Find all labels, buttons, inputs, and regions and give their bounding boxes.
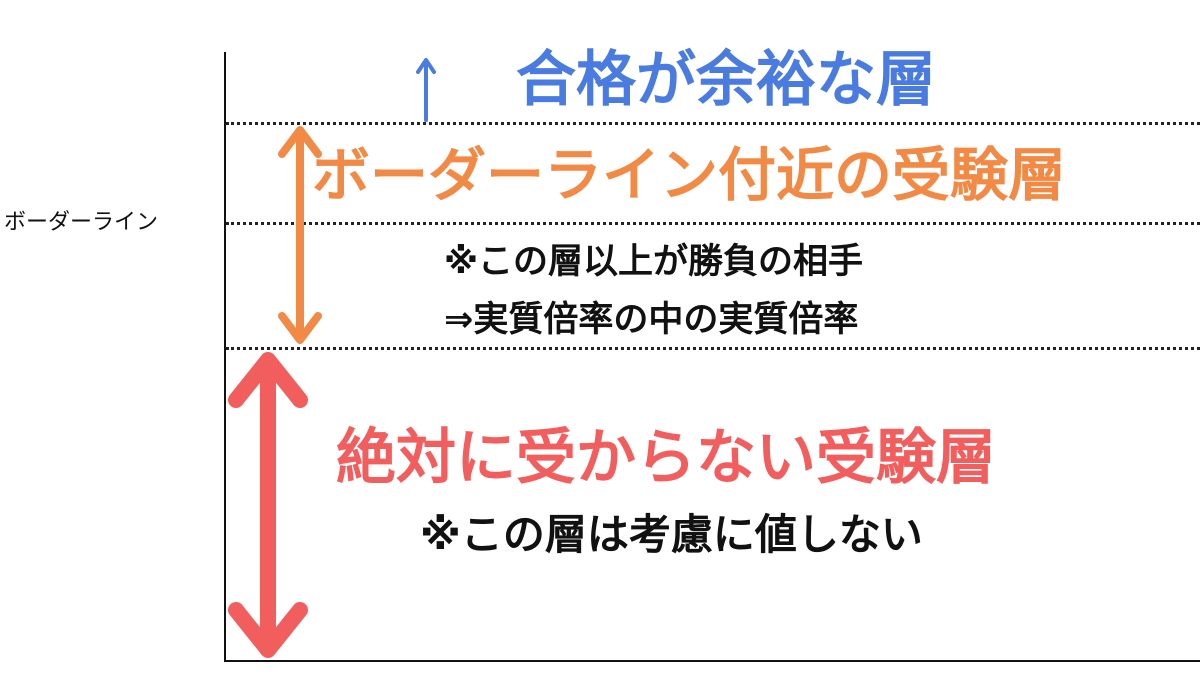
horizontal-axis — [224, 660, 1200, 662]
border-line-label: ボーダーライン — [4, 210, 159, 235]
vertical-axis — [224, 52, 226, 662]
bottom-note: ※この層は考慮に値しない — [420, 510, 923, 559]
bottom-dotted-line — [226, 347, 1200, 350]
top-group-title: 合格が余裕な層 — [516, 45, 936, 115]
border-dotted-line — [226, 222, 1200, 225]
red-double-arrow-icon — [228, 352, 308, 658]
middle-note-2: ⇒実質倍率の中の実質倍率 — [444, 300, 859, 340]
bottom-group-title: 絶対に受からない受験層 — [336, 423, 996, 493]
top-dotted-line — [226, 122, 1200, 125]
blue-up-arrow-icon — [416, 58, 436, 122]
middle-note-1: ※この層以上が勝負の相手 — [444, 242, 864, 282]
middle-group-title: ボーダーライン付近の受験層 — [312, 141, 1067, 209]
orange-double-arrow-icon — [278, 126, 322, 344]
